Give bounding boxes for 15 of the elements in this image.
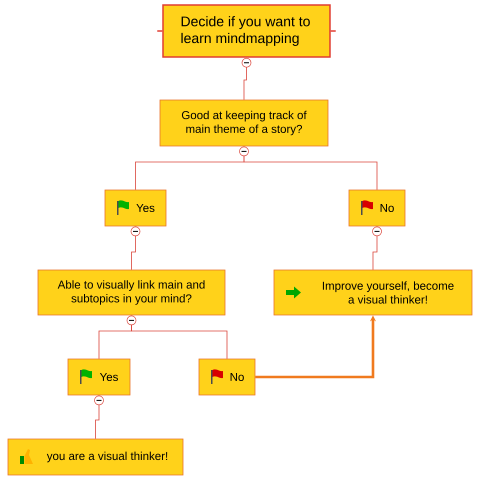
- connector: [244, 66, 247, 100]
- topic-box: No: [348, 190, 406, 226]
- connector: [372, 236, 378, 270]
- connector: [131, 236, 136, 270]
- topic-box: Yes: [68, 358, 130, 396]
- topic-box: Good at keeping track of main theme of a story?: [160, 100, 328, 146]
- topic-box: No: [198, 358, 256, 396]
- topic-box: Yes: [104, 190, 166, 226]
- topic-box: Able to visually link main and subtopics in your mind?: [38, 270, 226, 316]
- connector: [244, 156, 378, 190]
- root-topic-box: Decide if you want to learn mindmapping: [157, 4, 336, 58]
- connector: [131, 324, 228, 359]
- topic-box: Improve yourself, become a visual thinker!: [274, 270, 472, 316]
- connector: [95, 404, 100, 439]
- topic-box: you are a visual thinker!: [8, 438, 184, 476]
